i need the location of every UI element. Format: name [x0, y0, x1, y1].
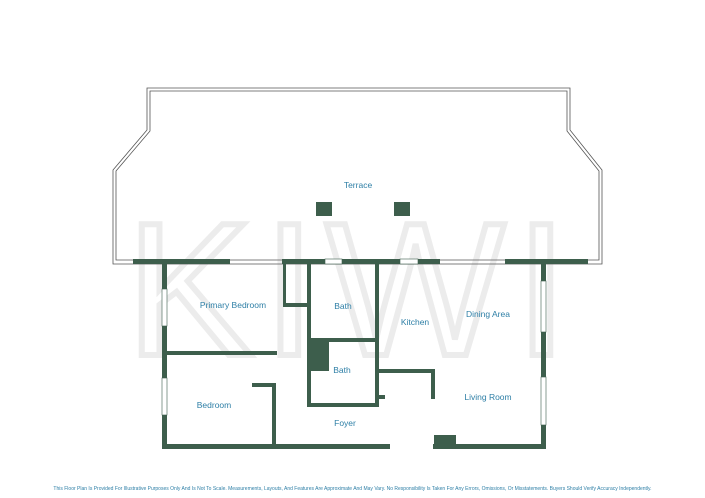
room-label-primary-bedroom: Primary Bedroom [200, 300, 266, 310]
walls [133, 259, 588, 449]
terrace-posts [316, 202, 410, 216]
room-label-living-room: Living Room [464, 392, 511, 402]
windows [161, 258, 547, 426]
room-label-bath-upper: Bath [334, 301, 352, 311]
room-label-foyer: Foyer [334, 418, 356, 428]
room-label-terrace: Terrace [344, 180, 373, 190]
terrace-outline [112, 87, 603, 265]
watermark-logo: KIWI [126, 184, 578, 396]
room-label-bedroom: Bedroom [197, 400, 232, 410]
room-label-kitchen: Kitchen [401, 317, 430, 327]
disclaimer: This Floor Plan Is Provided For Illustra… [53, 486, 652, 492]
room-label-bath-lower: Bath [333, 365, 351, 375]
room-label-dining-area: Dining Area [466, 309, 510, 319]
